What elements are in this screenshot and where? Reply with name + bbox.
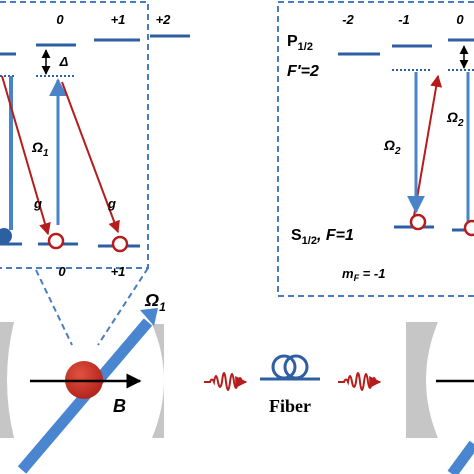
right-omega-label: Ω2: [383, 137, 401, 157]
left-cavity: Ω1 B: [0, 290, 166, 474]
b-field-label: B: [113, 396, 126, 416]
right-mf-axis-label: mF = -1: [342, 266, 385, 283]
right-ground-state-label: S1/2, F=1: [291, 227, 354, 247]
zoom-line: [97, 267, 149, 346]
left-detuning-label: Δ: [59, 54, 69, 69]
omega2-beam: [447, 440, 474, 474]
right-cavity: [406, 322, 474, 474]
left-coupling-g: g: [107, 196, 116, 211]
right-excited-state-label: P1/2: [287, 33, 313, 53]
fiber-label: Fiber: [269, 396, 311, 416]
right-level-panel: -2 -1 0 P1/2 F′=2 Ω2 Ω2 S1/2, F=1: [277, 1, 474, 297]
left-raman-arrow-g: [1, 75, 51, 236]
right-empty-state: [409, 213, 427, 231]
left-mf-bottom-1: +1: [111, 264, 126, 279]
left-mirror-1: [0, 322, 14, 438]
fiber-icon: [260, 354, 320, 381]
left-mirror-2: [152, 324, 164, 438]
right-mf-top-2: 0: [456, 12, 464, 27]
left-mf-top-0: 0: [56, 12, 64, 27]
left-empty-state: [47, 232, 65, 250]
right-excited-f-label: F′=2: [287, 63, 319, 80]
photon-wavepacket: [204, 372, 248, 391]
photon-wavepacket: [338, 372, 382, 391]
right-mirror: [406, 322, 438, 438]
left-empty-state: [111, 235, 129, 253]
left-level-panel: 0 +1 +2 Δ Ω1 g g 0 +1: [0, 1, 190, 279]
right-omega-label-right: Ω2: [446, 109, 464, 129]
right-raman-arrow: [413, 74, 443, 217]
omega1-beam-arrowhead: [140, 308, 158, 326]
left-omega-label: Ω1: [31, 139, 49, 159]
fiber-loop: [271, 354, 297, 380]
right-empty-state: [463, 219, 474, 237]
left-panel-border: [0, 1, 149, 269]
left-raman-arrow-g: [61, 81, 120, 234]
right-mf-top-0: -2: [342, 12, 354, 27]
right-panel-border: [277, 1, 474, 297]
omega1-beam-label: Ω1: [144, 290, 166, 314]
fiber-loop: [283, 354, 309, 380]
left-mf-top-2: +2: [156, 12, 172, 27]
left-mf-top-1: +1: [111, 12, 126, 27]
left-mf-bottom-0: 0: [58, 264, 66, 279]
right-mf-top-1: -1: [398, 12, 410, 27]
left-coupling-g: g: [33, 196, 42, 211]
zoom-line: [35, 269, 73, 346]
left-occupied-state: [0, 228, 12, 244]
